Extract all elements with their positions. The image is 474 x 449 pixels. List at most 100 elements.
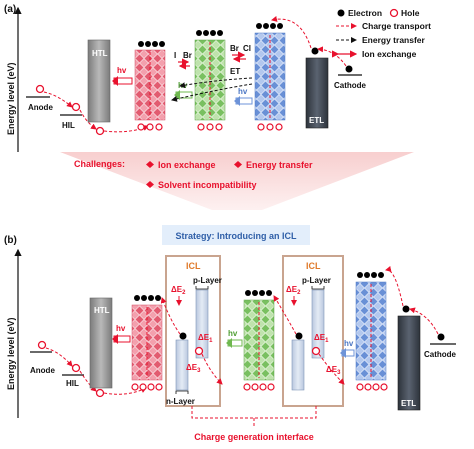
delta-e3-label: ΔE3 [186, 363, 201, 374]
delta-e1-label: ΔE1 [198, 333, 213, 344]
panel-a-label: (a) [4, 4, 16, 15]
icl-box-left [165, 255, 221, 407]
hole-row [137, 123, 163, 131]
strategy-text: Strategy: Introducing an ICL [175, 231, 297, 241]
charge-transport-arrow [273, 295, 297, 335]
electron-dot [311, 47, 319, 55]
legend-hole: Hole [401, 8, 420, 18]
bullet-diamond [146, 181, 154, 188]
hole-row [131, 383, 163, 391]
charge-transport-arrow [385, 265, 404, 307]
electron-row [196, 30, 223, 36]
htl-label: HTL [94, 306, 110, 315]
delta-e1-label: ΔE1 [314, 333, 329, 344]
hole-row [356, 383, 388, 391]
hole-circle [194, 346, 204, 356]
panel-b-y-axis-label: Energy level (eV) [6, 317, 16, 390]
charge-transport-arrow [43, 91, 73, 108]
challenge-ion-exchange: Ion exchange [158, 160, 216, 170]
electron-row [245, 290, 272, 296]
chloride-label: Cl [243, 44, 251, 53]
iodide-label: I [174, 51, 176, 60]
etl-block [305, 57, 329, 129]
hole-circle [311, 346, 321, 356]
p-layer-label: p-Layer [193, 276, 222, 285]
panel-a-y-axis-label: Energy level (eV) [6, 62, 16, 135]
etl-block [397, 315, 421, 411]
anode-label: Anode [30, 366, 55, 375]
hil-label: HIL [66, 379, 79, 388]
electron-dot [402, 305, 410, 313]
charge-transport-arrow [45, 347, 73, 367]
delta-e2-label: ΔE2 [171, 285, 186, 296]
hole-circle [35, 84, 45, 94]
legend-energy-transfer: Energy transfer [362, 35, 426, 45]
bullet-diamond [146, 161, 154, 168]
legend-ion-exchange: Ion exchange [362, 49, 417, 59]
bullet-diamond [234, 161, 242, 168]
charge-transport-arrow [79, 370, 97, 392]
charge-transport-arrow [103, 125, 149, 133]
hv-label: hv [238, 87, 248, 96]
icl-box-right [282, 255, 344, 407]
legend: Electron Hole Charge transport Energy tr… [332, 8, 431, 59]
hv-label: hv [178, 81, 188, 90]
challenge-solvent-incompatibility: Solvent incompatibility [158, 180, 257, 190]
electron-dot [179, 332, 187, 340]
p-layer-block [195, 289, 209, 359]
htl-label: HTL [92, 49, 108, 58]
cgi-bracket [191, 406, 317, 419]
anode-label: Anode [28, 103, 53, 112]
n-layer-block [175, 339, 189, 391]
hole-row [197, 123, 223, 131]
challenge-energy-transfer: Energy transfer [246, 160, 313, 170]
hole-circle [389, 8, 399, 18]
cgi-label: Charge generation interface [194, 432, 314, 442]
et-label: ET [230, 67, 240, 76]
hv-label: hv [344, 339, 354, 348]
electron-dot [337, 9, 345, 17]
cathode-label: Cathode [424, 350, 457, 359]
icl-label: ICL [306, 261, 321, 271]
electron-dot [345, 65, 353, 73]
bromide-label: Br [230, 44, 239, 53]
p-layer-label: p-Layer [302, 276, 331, 285]
hole-row [257, 123, 283, 131]
hv-label: hv [117, 66, 127, 75]
delta-e3-label: ΔE3 [326, 365, 341, 376]
electron-dot [295, 332, 303, 340]
challenges-title: Challenges: [74, 159, 125, 169]
legend-electron: Electron [348, 8, 382, 18]
hole-circle [95, 126, 105, 136]
electron-row [357, 272, 384, 278]
hole-row [243, 383, 275, 391]
charge-transport-arrow [409, 307, 439, 335]
electron-row [256, 23, 283, 29]
electron-row [138, 41, 165, 47]
hv-label: hv [228, 329, 238, 338]
hv-label: hv [116, 324, 126, 333]
hole-circle [95, 388, 105, 398]
etl-label: ETL [309, 116, 324, 125]
etl-label: ETL [401, 399, 416, 408]
htl-block [87, 39, 111, 123]
charge-transport-arrow [160, 297, 181, 335]
charge-transport-arrow [79, 109, 97, 130]
panel-b-label: (b) [4, 235, 17, 246]
energy-transfer-arrow [171, 83, 253, 102]
n-layer-block [291, 339, 305, 391]
cathode-label: Cathode [334, 81, 367, 90]
electron-row [134, 295, 161, 301]
legend-charge-transport: Charge transport [362, 21, 431, 31]
n-layer-label: n-Layer [166, 397, 195, 406]
icl-label: ICL [186, 261, 201, 271]
strategy-banner [162, 225, 310, 245]
charge-transport-arrow [318, 353, 345, 385]
bromide-label: Br [183, 51, 192, 60]
hil-label: HIL [62, 121, 75, 130]
energy-transfer-arrow [179, 77, 253, 89]
htl-block [89, 297, 113, 389]
electron-dot [437, 333, 445, 341]
